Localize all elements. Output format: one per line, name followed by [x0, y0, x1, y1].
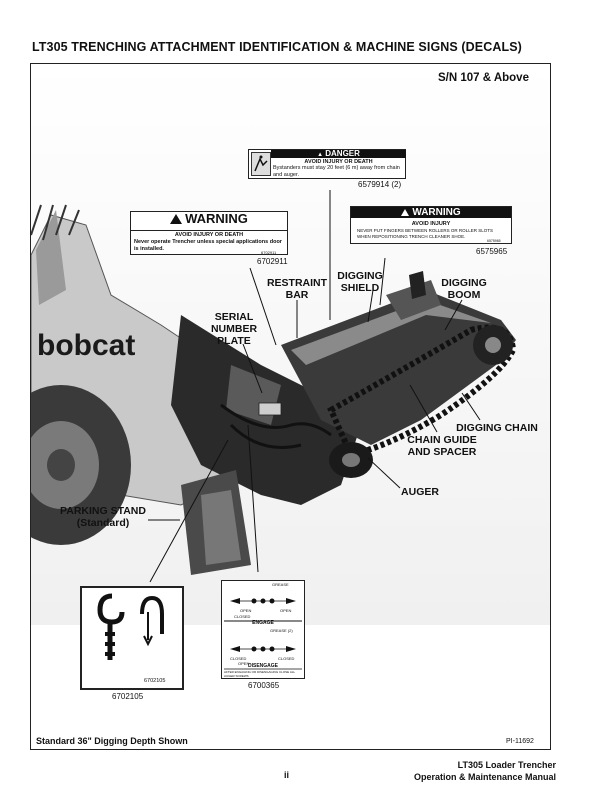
warning-right-part-number: 6575965: [476, 247, 508, 256]
figure-id: PI-11692: [506, 738, 534, 745]
grease-note: AFTER ENGAGING OR DISENGAGING CLOSE ALL …: [224, 670, 296, 678]
bobcat-logo: bobcat: [37, 329, 135, 362]
grease-decal: GREASE OPEN OPEN CLOSED ENGAGE GREASE (2…: [221, 580, 305, 679]
closed-label-2: CLOSED: [230, 656, 247, 661]
callout-parking-stand: PARKING STAND(Standard): [60, 505, 146, 529]
page-number: ii: [284, 770, 290, 780]
warning-left-part-number: 6702911: [257, 257, 288, 266]
open-label: OPEN: [240, 608, 252, 613]
warning-left-subheader: AVOID INJURY OR DEATH: [131, 230, 287, 239]
hook-part-number: 6702105: [112, 692, 144, 701]
hazard-pictogram-icon: [251, 152, 271, 176]
closed-label-3: CLOSED: [278, 656, 295, 661]
warning-left-body: Never operate Trencher unless special ap…: [134, 239, 282, 252]
digging-depth-note: Standard 36" Digging Depth Shown: [36, 736, 188, 746]
closed-label: CLOSED: [234, 614, 251, 619]
hook-inner-code: 6702105: [144, 678, 166, 684]
grease-part-number: 6700365: [248, 681, 280, 690]
open-label-2: OPEN: [238, 661, 250, 666]
grease-label: GREASE: [272, 582, 289, 587]
danger-part-number: 6579914 (2): [358, 180, 402, 189]
warning-triangle-icon: ▲: [317, 152, 324, 158]
warning-triangle-icon: [170, 214, 183, 224]
engage-label: ENGAGE: [252, 620, 274, 626]
warning-decal-left: WARNING AVOID INJURY OR DEATH Never oper…: [130, 211, 288, 255]
grease-diagram-icon: [224, 598, 302, 670]
danger-decal: ▲ DANGER AVOID INJURY OR DEATH Bystander…: [248, 149, 406, 179]
hook-decal: 6702105: [80, 586, 184, 690]
disengage-label: DISENGAGE: [247, 663, 278, 669]
hook-chain-icon: [97, 593, 164, 660]
callout-auger: AUGER: [401, 486, 439, 498]
grease2-label: GREASE (2): [270, 628, 293, 633]
open-label-right: OPEN: [280, 608, 292, 613]
warning-triangle-icon: [401, 209, 410, 216]
manual-title: LT305 Loader Trencher Operation & Mainte…: [413, 760, 556, 782]
danger-header: DANGER: [325, 149, 360, 158]
warning-right-body: NEVER PUT FINGERS BETWEEN ROLLERS OR ROL…: [357, 228, 493, 239]
warning-right-subheader: AVOID INJURY: [411, 221, 451, 227]
danger-subheader: AVOID INJURY OR DEATH: [304, 159, 373, 165]
danger-body: Bystanders must stay 20 feet (6 m) away …: [273, 165, 400, 178]
warning-left-header: WARNING: [185, 211, 248, 226]
warning-left-code: 6702911: [261, 250, 277, 255]
callout-digging-chain: DIGGING CHAIN: [456, 422, 538, 434]
warning-right-code: 6575965: [487, 239, 501, 243]
warning-right-header: WARNING: [412, 207, 461, 218]
page-title: LT305 TRENCHING ATTACHMENT IDENTIFICATIO…: [32, 40, 522, 54]
serial-range: S/N 107 & Above: [438, 72, 529, 84]
warning-decal-right: WARNING AVOID INJURY NEVER PUT FINGERS B…: [350, 206, 512, 244]
